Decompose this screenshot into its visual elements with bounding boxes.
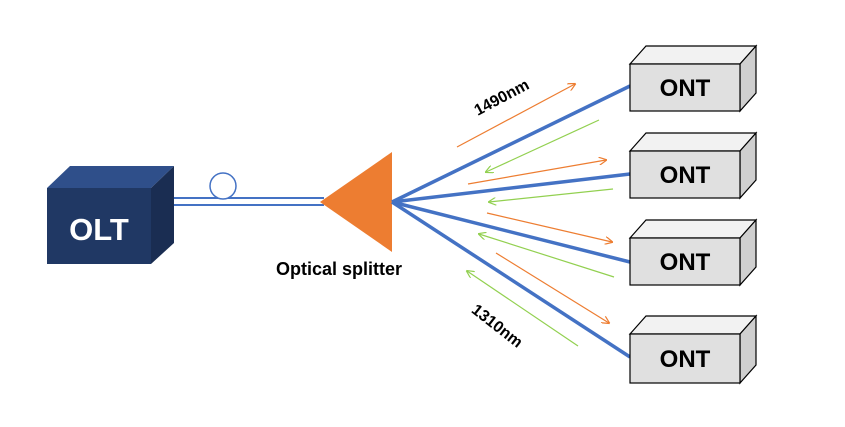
upstream-wavelength-label: 1310nm <box>468 301 525 351</box>
optical-splitter: Optical splitter <box>276 152 402 279</box>
downstream-wavelength-label: 1490nm <box>472 77 533 120</box>
ont-label: ONT <box>660 162 711 189</box>
ont-box-1: ONT <box>628 44 758 113</box>
ont-top-face <box>628 219 758 239</box>
ont-box-2: ONT <box>628 131 758 200</box>
olt-box: OLT <box>47 166 174 264</box>
upstream-arrow-3 <box>479 234 615 278</box>
ont-label: ONT <box>660 249 711 276</box>
trunk-fiber <box>174 172 324 206</box>
branch-fiber-4 <box>391 200 631 359</box>
downstream-arrows <box>456 84 612 323</box>
ont-front-face <box>629 333 741 384</box>
upstream-arrow-2 <box>489 188 614 202</box>
upstream-arrow-4 <box>467 271 579 347</box>
upstream-arrow-1 <box>486 119 600 172</box>
branch-fibers <box>391 84 631 359</box>
downstream-arrow-4 <box>495 252 609 323</box>
splitter-label: Optical splitter <box>276 259 402 279</box>
branch-fiber-1 <box>391 84 631 204</box>
ont-box-3: ONT <box>628 218 758 287</box>
ont-front-face <box>629 63 741 112</box>
branch-fiber-3 <box>391 200 631 264</box>
ont-front-face <box>629 150 741 199</box>
ont-box-4: ONT <box>628 314 758 385</box>
downstream-arrow-1 <box>456 84 575 148</box>
olt-top-face <box>47 166 174 188</box>
olt-side-face <box>151 166 174 264</box>
splitter-triangle-icon <box>320 152 392 252</box>
olt-label: OLT <box>69 212 129 247</box>
ont-top-face <box>628 132 758 152</box>
ont-top-face <box>628 315 758 335</box>
ont-label: ONT <box>660 346 711 373</box>
ont-label: ONT <box>660 75 711 102</box>
olt-front-face <box>47 188 151 264</box>
ont-front-face <box>629 237 741 286</box>
ont-top-face <box>628 45 758 65</box>
downstream-arrow-3 <box>486 212 612 242</box>
upstream-arrows <box>467 119 615 347</box>
downstream-arrow-2 <box>467 160 606 185</box>
branch-fiber-2 <box>391 172 631 204</box>
fiber-loop-icon <box>209 172 237 200</box>
